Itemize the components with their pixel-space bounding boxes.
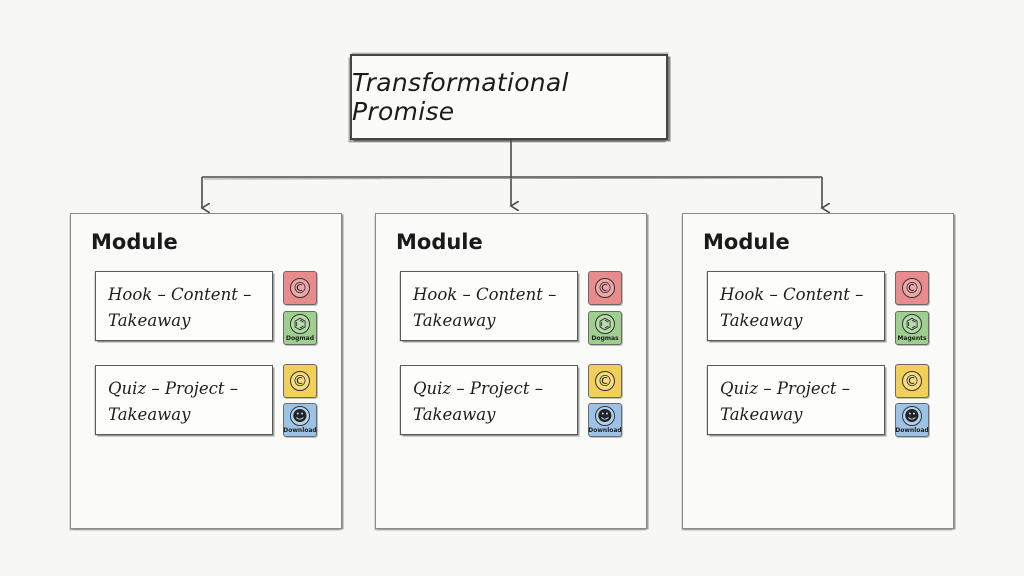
step-line: Takeaway — [413, 405, 496, 424]
step-line: Takeaway — [108, 311, 191, 330]
step-line: Hook – Content – — [108, 285, 252, 304]
spiral-icon: ⌬ — [902, 314, 922, 334]
module-card-2: Module Hook – Content – Takeaway Quiz – … — [375, 213, 647, 529]
green-badge: ⌬ Dogmad — [283, 311, 317, 345]
step-box-quiz: Quiz – Project – Takeaway — [707, 365, 885, 435]
step-line: Hook – Content – — [720, 285, 864, 304]
green-badge: ⌬ Magents — [895, 311, 929, 345]
blue-badge: ☻ Download — [895, 403, 929, 437]
badge-label: Download — [895, 427, 929, 434]
root-node: Transformational Promise — [350, 54, 668, 140]
green-badge: ⌬ Dogmas — [588, 311, 622, 345]
module-title: Module — [703, 230, 790, 254]
copyright-icon: © — [902, 371, 922, 391]
badge-label: Download — [588, 427, 622, 434]
step-line: Quiz – Project – — [720, 379, 851, 398]
connector-bar-shadow — [203, 177, 821, 180]
yellow-badge: © — [283, 364, 317, 398]
red-badge: © — [283, 271, 317, 305]
step-line: Quiz – Project – — [108, 379, 239, 398]
copyright-icon: © — [290, 371, 310, 391]
download-icon: ☻ — [595, 406, 615, 426]
copyright-icon: © — [290, 278, 310, 298]
spiral-icon: ⌬ — [290, 314, 310, 334]
step-line: Takeaway — [108, 405, 191, 424]
download-icon: ☻ — [902, 406, 922, 426]
step-line: Quiz – Project – — [413, 379, 544, 398]
step-line: Takeaway — [720, 405, 803, 424]
red-badge: © — [588, 271, 622, 305]
step-box-quiz: Quiz – Project – Takeaway — [400, 365, 578, 435]
badge-label: Dogmad — [286, 335, 314, 342]
blue-badge: ☻ Download — [283, 403, 317, 437]
module-card-3: Module Hook – Content – Takeaway Quiz – … — [682, 213, 954, 529]
module-title: Module — [91, 230, 178, 254]
download-icon: ☻ — [290, 406, 310, 426]
copyright-icon: © — [595, 371, 615, 391]
step-box-hook: Hook – Content – Takeaway — [707, 271, 885, 341]
spiral-icon: ⌬ — [595, 314, 615, 334]
step-box-hook: Hook – Content – Takeaway — [95, 271, 273, 341]
red-badge: © — [895, 271, 929, 305]
badge-label: Download — [283, 427, 317, 434]
yellow-badge: © — [895, 364, 929, 398]
badge-label: Magents — [897, 335, 927, 342]
copyright-icon: © — [902, 278, 922, 298]
yellow-badge: © — [588, 364, 622, 398]
copyright-icon: © — [595, 278, 615, 298]
step-line: Hook – Content – — [413, 285, 557, 304]
badge-label: Dogmas — [591, 335, 619, 342]
module-card-1: Module Hook – Content – Takeaway Quiz – … — [70, 213, 342, 529]
root-title: Transformational Promise — [352, 68, 569, 126]
blue-badge: ☻ Download — [588, 403, 622, 437]
step-line: Takeaway — [413, 311, 496, 330]
step-line: Takeaway — [720, 311, 803, 330]
step-box-quiz: Quiz – Project – Takeaway — [95, 365, 273, 435]
step-box-hook: Hook – Content – Takeaway — [400, 271, 578, 341]
module-title: Module — [396, 230, 483, 254]
